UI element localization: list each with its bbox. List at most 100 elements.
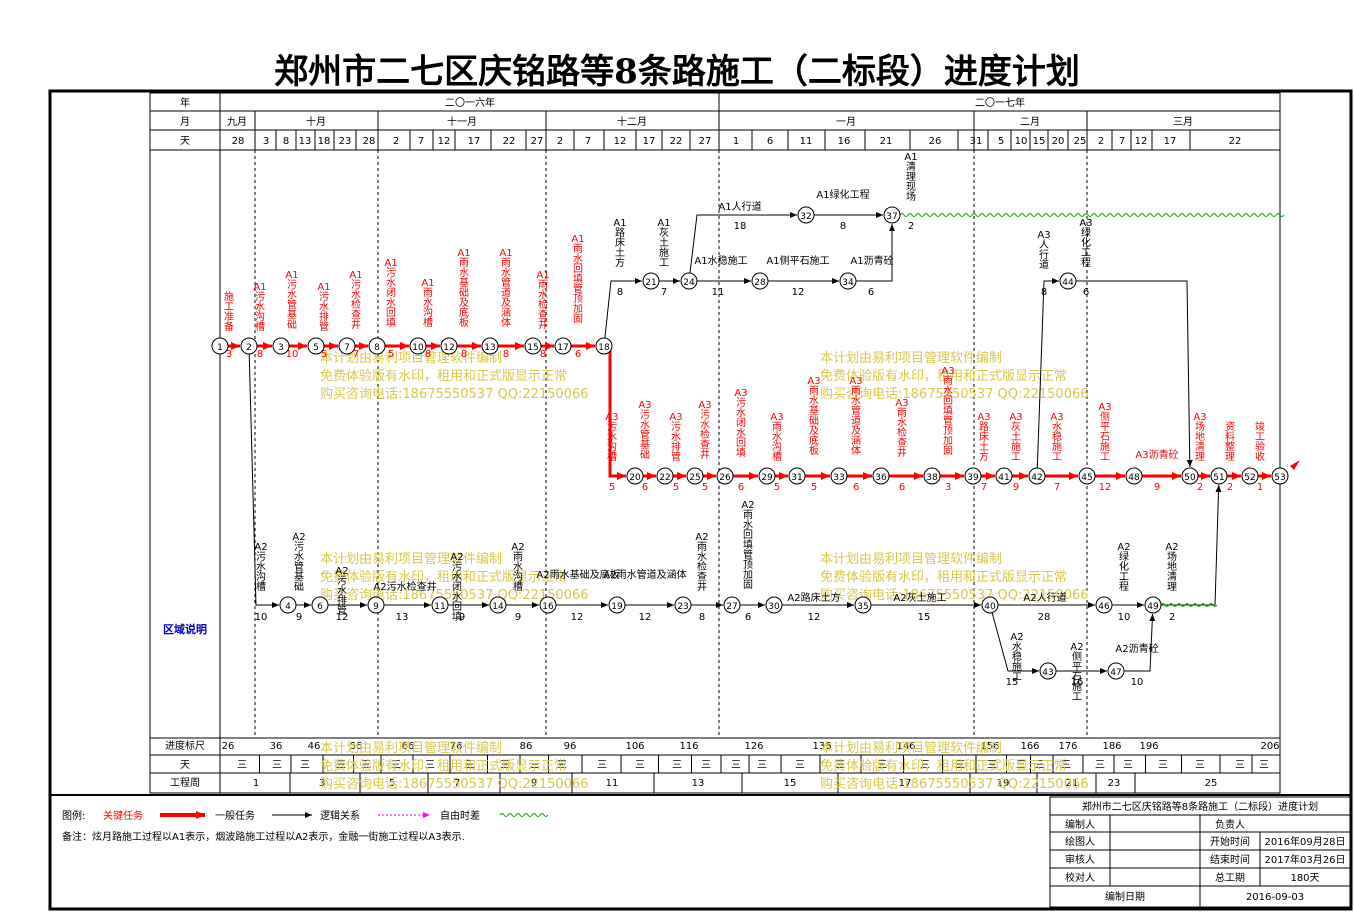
week-number: 21 [1066,778,1079,789]
info-plan-title: 郑州市二七区庆铭路等8条路施工（二标段）进度计划 [1082,800,1318,813]
day-label: 17 [643,136,656,147]
task-duration: 2 [908,221,914,232]
day-label: 2 [1098,136,1104,147]
task-label: A1侧平石施工 [766,254,829,267]
scale-tick: 86 [520,741,533,752]
week-number: 9 [531,778,537,789]
event-node [716,467,734,485]
task-duration: 9 [1154,482,1160,493]
day-mark: 三 [1095,760,1105,771]
event-node [409,337,427,355]
day-mark: 三 [1123,760,1133,771]
node-number: 51 [1213,473,1224,483]
event-node [595,337,613,355]
day-mark: 三 [1195,760,1205,771]
watermark-line: 购买咨询电话:18675550537 QQ:22150066 [320,587,589,603]
page-title: 郑州市二七区庆铭路等8条路施工（二标段）进度计划 [274,52,1080,92]
node-number: 52 [1244,473,1255,483]
day-mark: 三 [701,760,711,771]
day-mark: 三 [757,760,767,771]
scale-tick: 156 [980,741,999,752]
event-node [1039,662,1057,680]
event-node [797,206,815,224]
task-label: 施工准备 [224,290,234,333]
day-label: 22 [670,136,683,147]
day-mark: 三 [1235,760,1245,771]
event-node [758,467,776,485]
event-node [1271,467,1289,485]
task-duration: 2 [1227,482,1233,493]
event-node [1095,596,1113,614]
node-number: 12 [443,343,454,353]
legend-float-label: 自由时差 [440,809,480,822]
week-number: 17 [899,778,912,789]
info-reviewer: 审核人 [1065,853,1095,866]
day-label: 10 [1015,136,1028,147]
task-duration: 6 [853,482,859,493]
day-label: 28 [363,136,376,147]
day-label: 3 [263,136,269,147]
day-mark: 三 [1061,760,1071,771]
task-duration: 7 [353,349,359,360]
task-label: A1沥青砼 [850,254,893,267]
node-number: 47 [1110,668,1121,678]
event-node [1059,272,1077,290]
day-mark: 三 [272,760,282,771]
month-label: 九月 [227,116,247,128]
event-node [368,337,386,355]
watermark-line: 本计划由易利项目管理软件编制 [820,741,1002,756]
task-label: 资料整理 [1225,421,1235,463]
week-number: 19 [997,778,1010,789]
task-duration: 2 [1197,482,1203,493]
event-node [964,467,982,485]
watermark-line: 购买咨询电话:18675550537 QQ:22150066 [820,587,1089,603]
task-label: 竣工验收 [1255,420,1265,463]
day-mark: 三 [635,760,645,771]
day-label: 13 [299,136,312,147]
event-node [839,272,857,290]
event-node [338,337,356,355]
info-drafter: 绘图人 [1065,835,1095,848]
node-number: 9 [373,602,379,612]
event-node [765,596,783,614]
node-number: 14 [492,602,504,612]
node-number: 15 [527,343,538,353]
day-mark: 三 [1016,760,1026,771]
day-mark: 三 [557,760,567,771]
day-label: 1 [733,136,739,147]
node-number: 13 [484,343,495,353]
node-number: 21 [645,278,656,288]
day-label: 22 [1229,136,1242,147]
scale-tick: 106 [625,741,644,752]
event-node [854,596,872,614]
node-number: 20 [629,473,641,483]
footer-grid [150,737,1280,793]
day-mark: 三 [731,760,741,771]
month-label: 十月 [306,115,326,128]
day-label: 25 [1074,136,1087,147]
task-duration: 12 [639,612,652,623]
day-label: 11 [800,136,813,147]
day-label: 5 [998,136,1004,147]
legend-normal-label: 一般任务 [215,809,255,822]
node-number: 31 [791,473,802,483]
watermark-line: 免费体验版有水印，租用和正式版显示正常 [820,758,1067,774]
info-owner: 负责人 [1215,818,1245,831]
task-arrow [991,612,1039,674]
day-mark: 三 [877,760,887,771]
task-duration: 6 [642,482,648,493]
event-node [279,596,297,614]
month-label: 三月 [1173,116,1193,128]
